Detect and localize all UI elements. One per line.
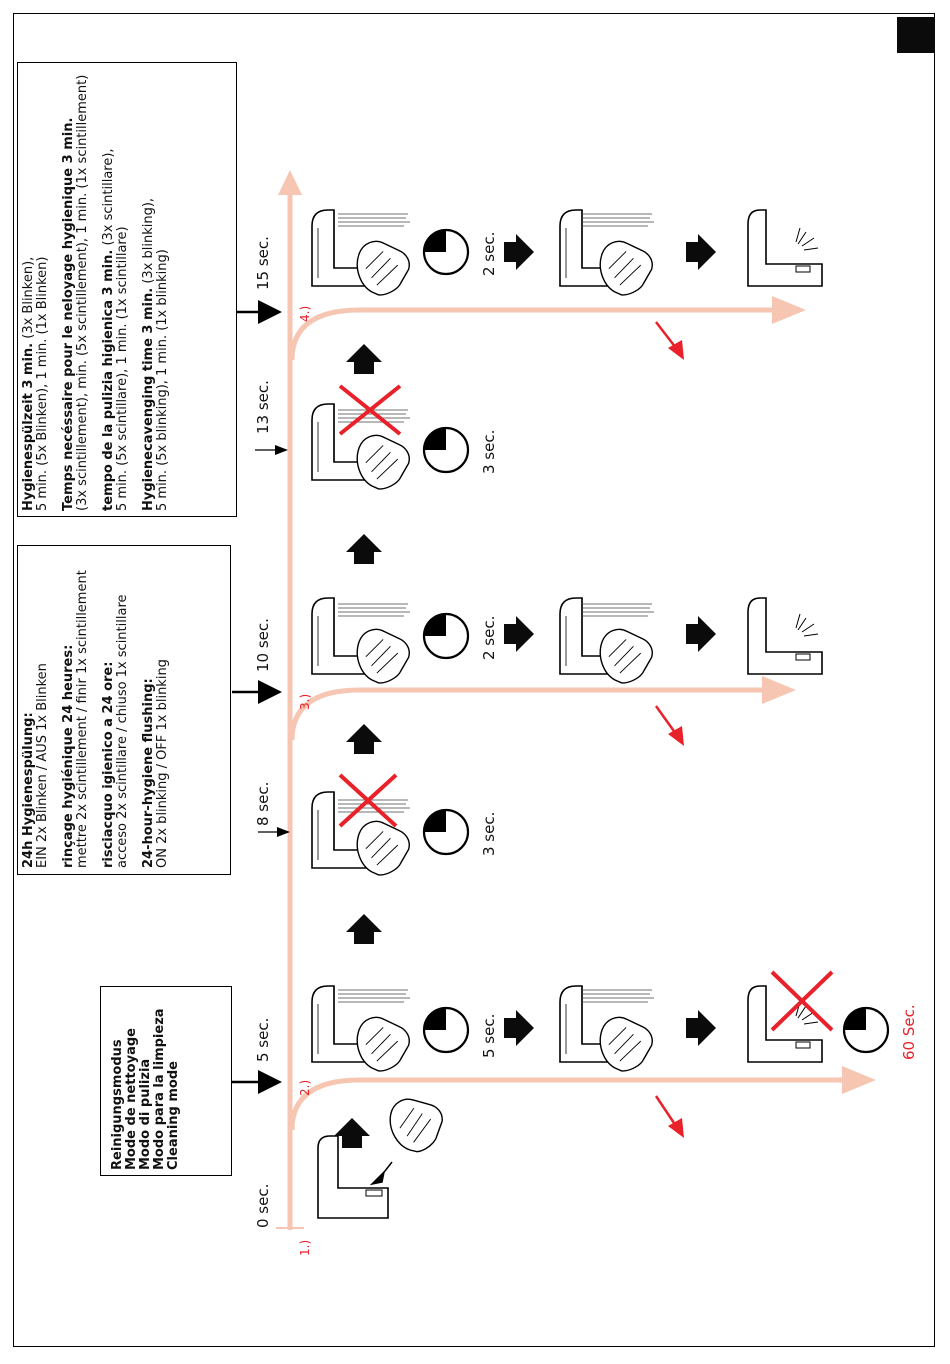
step4-led-blink-icon xyxy=(795,227,819,251)
row8-up-arrow-icon xyxy=(346,724,382,754)
step3-hand-icon-2 xyxy=(595,623,658,687)
timer-label-row13: 3 sec. xyxy=(480,429,498,474)
step3-timer-icon-1 xyxy=(422,612,470,660)
step2-timer-icon-2 xyxy=(842,1006,890,1054)
step-label-1: 1.) xyxy=(298,1239,312,1256)
step3-water-1 xyxy=(337,603,411,617)
step1-up-arrow-icon xyxy=(334,1118,370,1148)
timer-label-step2: 5 sec. xyxy=(480,1013,498,1058)
row8-cross-icon xyxy=(338,773,398,828)
step2-cross-icon xyxy=(770,970,834,1032)
row13-hand-icon xyxy=(352,429,415,493)
step2-water-1 xyxy=(337,989,411,1003)
timer-label-step3: 2 sec. xyxy=(480,615,498,660)
branch-arrow-4 xyxy=(289,296,806,361)
branch-arrow-2 xyxy=(289,1066,876,1131)
step2-red-arrow xyxy=(654,1095,678,1127)
row8-timer-icon xyxy=(422,808,470,856)
step4-faucet-3 xyxy=(747,209,823,287)
step1-pointer-arrow xyxy=(369,1161,393,1186)
row13-cross-icon xyxy=(338,384,402,436)
row13-up-arrow-icon xyxy=(346,344,382,374)
step4-hand-icon-2 xyxy=(595,235,658,299)
step4-arrow-right-2 xyxy=(686,234,716,270)
row13-timer-icon xyxy=(422,426,470,474)
legend-hygiene-time: Hygienespülzeit 3 min. (3x Blinken), 5 m… xyxy=(17,62,237,517)
page-frame xyxy=(13,13,935,1347)
step3-faucet-3 xyxy=(747,597,823,675)
step-label-4: 4.) xyxy=(298,305,312,322)
tick-arrow-13 xyxy=(255,445,288,455)
step3-hand-icon-1 xyxy=(352,623,415,687)
timer-label-row8: 3 sec. xyxy=(480,811,498,856)
step3-red-arrow xyxy=(654,705,678,735)
step2-arrow-right-1 xyxy=(504,1010,534,1046)
tick-arrow-5 xyxy=(232,1070,282,1094)
tick-arrow-15 xyxy=(237,300,282,324)
legend-24h-flushing: 24h Hygienespülung: EIN 2x Blinken / AUS… xyxy=(17,545,231,875)
step2-faucet-3 xyxy=(747,985,823,1063)
branch-arrow-3 xyxy=(289,676,796,741)
tick-arrow-8 xyxy=(258,827,290,837)
step-label-2: 2.) xyxy=(298,1079,312,1096)
timer-label-step4: 2 sec. xyxy=(480,231,498,276)
tick-label-8: 8 sec. xyxy=(254,781,272,826)
step2-water-2 xyxy=(581,989,655,1003)
row8-hand-icon xyxy=(352,815,415,879)
tick-label-10: 10 sec. xyxy=(254,618,272,672)
step4-water-2 xyxy=(581,213,655,227)
tick-label-5: 5 sec. xyxy=(254,1017,272,1062)
step2-led-blink-icon xyxy=(795,1001,819,1025)
step4-arrow-right-1 xyxy=(504,234,534,270)
step1-faucet xyxy=(317,1135,389,1219)
step3-arrow-right-2 xyxy=(686,616,716,652)
step4-red-arrow xyxy=(655,321,677,349)
step2-up-arrow-icon xyxy=(346,914,382,944)
step2-hand-icon-2 xyxy=(595,1011,658,1075)
corner-tab xyxy=(897,17,935,53)
step3-led-blink-icon xyxy=(795,613,819,637)
step3-arrow-right-1 xyxy=(504,616,534,652)
tick-label-13: 13 sec. xyxy=(254,380,272,434)
step3-water-2 xyxy=(581,603,655,617)
tick-label-0: 0 sec. xyxy=(254,1183,272,1228)
step3-up-arrow-icon xyxy=(346,534,382,564)
step1-hand-icon xyxy=(382,1088,452,1159)
step-label-3: 3.) xyxy=(298,693,312,710)
timer-label-60: 60 Sec. xyxy=(900,1004,918,1060)
time-axis-head xyxy=(278,170,302,195)
step2-arrow-right-2 xyxy=(686,1010,716,1046)
step2-hand-icon-1 xyxy=(352,1011,415,1075)
tick-label-15: 15 sec. xyxy=(254,236,272,290)
step4-timer-icon-1 xyxy=(422,228,470,276)
step2-timer-icon-1 xyxy=(422,1006,470,1054)
step4-hand-icon-1 xyxy=(352,235,415,299)
step4-water-1 xyxy=(337,213,411,227)
tick-arrow-10 xyxy=(232,680,282,704)
legend-cleaning-mode: Reinigungsmodus Mode de nettoyage Modo d… xyxy=(100,986,232,1176)
